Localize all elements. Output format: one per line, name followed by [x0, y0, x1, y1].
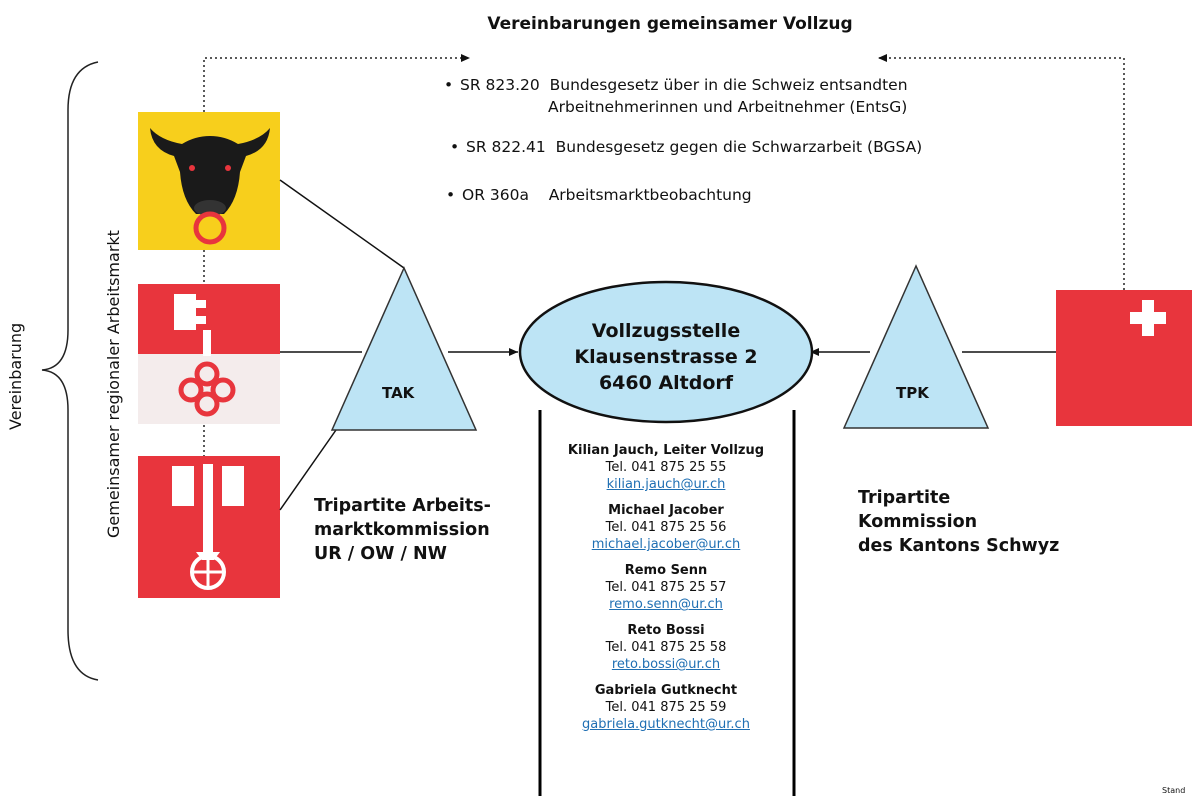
contact-name: Michael Jacober	[608, 503, 724, 518]
label-vereinbarung: Vereinbarung	[6, 322, 25, 430]
uri-flag-icon	[138, 112, 280, 250]
vollzugsstelle-name: Vollzugsstelle	[591, 320, 741, 342]
dotted-connector-right	[878, 54, 1125, 290]
tpk-label: TPK	[896, 384, 929, 402]
contact-entry: Michael Jacober Tel. 041 875 25 56 micha…	[546, 502, 786, 553]
connector-uri-tak	[279, 179, 405, 269]
vollzugsstelle-address: Vollzugsstelle Klausenstrasse 2 6460 Alt…	[560, 318, 772, 396]
contact-email-link[interactable]: kilian.jauch@ur.ch	[606, 477, 726, 492]
law-code: SR 823.20	[460, 76, 540, 94]
schwyz-flag-icon	[1056, 290, 1192, 426]
tak-line-3: UR / OW / NW	[314, 544, 447, 564]
tpk-description: Tripartite Kommission des Kantons Schwyz	[858, 486, 1059, 558]
contact-entry: Remo Senn Tel. 041 875 25 57 remo.senn@u…	[546, 562, 786, 613]
contact-phone: Tel. 041 875 25 55	[605, 460, 727, 475]
label-regionaler-arbeitsmarkt: Gemeinsamer regionaler Arbeitsmarkt	[104, 230, 123, 538]
law-text: Bundesgesetz gegen die Schwarzarbeit (BG…	[555, 138, 923, 156]
law-code: SR 822.41	[466, 138, 546, 156]
vollzugsstelle-city: 6460 Altdorf	[598, 372, 734, 394]
contact-entry: Kilian Jauch, Leiter Vollzug Tel. 041 87…	[546, 442, 786, 493]
connector-nw-tak	[279, 429, 337, 511]
contact-email-link[interactable]: reto.bossi@ur.ch	[611, 657, 721, 672]
bullet-icon: •	[450, 138, 460, 156]
contact-entry: Reto Bossi Tel. 041 875 25 58 reto.bossi…	[546, 622, 786, 673]
nidwalden-flag-icon	[138, 456, 280, 598]
contact-name: Remo Senn	[624, 563, 708, 578]
tpk-line-3: des Kantons Schwyz	[858, 536, 1060, 556]
tak-line-1: Tripartite Arbeits-	[314, 496, 491, 516]
bullet-icon: •	[446, 186, 456, 204]
law-item-bgsa: • SR 822.41 Bundesgesetz gegen die Schwa…	[450, 136, 923, 158]
obwalden-flag-icon	[138, 284, 280, 424]
tpk-triangle	[842, 264, 990, 429]
contact-phone: Tel. 041 875 25 59	[605, 700, 727, 715]
contact-phone: Tel. 041 875 25 57	[605, 580, 727, 595]
left-brace	[41, 61, 99, 681]
contact-list: Kilian Jauch, Leiter Vollzug Tel. 041 87…	[546, 442, 786, 742]
tak-description: Tripartite Arbeits- marktkommission UR /…	[314, 494, 491, 566]
tak-triangle	[330, 266, 478, 431]
tpk-line-1: Tripartite	[858, 488, 951, 508]
contact-name: Kilian Jauch, Leiter Vollzug	[567, 443, 765, 458]
contact-phone: Tel. 041 875 25 58	[605, 640, 727, 655]
stand-stamp: Stand	[1162, 786, 1186, 795]
contact-email-link[interactable]: michael.jacober@ur.ch	[591, 537, 741, 552]
law-item-entsg: • SR 823.20 Bundesgesetz über in die Sch…	[444, 74, 908, 118]
law-text: Bundesgesetz über in die Schweiz entsand…	[549, 76, 908, 94]
law-code: OR 360a	[462, 186, 529, 204]
contact-phone: Tel. 041 875 25 56	[605, 520, 727, 535]
contact-email-link[interactable]: remo.senn@ur.ch	[609, 597, 723, 612]
tak-line-2: marktkommission	[314, 520, 490, 540]
dotted-connector-left	[203, 54, 470, 112]
contact-email-link[interactable]: gabriela.gutknecht@ur.ch	[582, 717, 750, 732]
contact-entry: Gabriela Gutknecht Tel. 041 875 25 59 ga…	[546, 682, 786, 733]
law-text-continued: Arbeitnehmerinnen und Arbeitnehmer (Ents…	[548, 98, 908, 116]
contact-name: Reto Bossi	[627, 623, 705, 638]
law-text: Arbeitsmarktbeobachtung	[548, 186, 752, 204]
vollzugsstelle-ellipse	[518, 280, 814, 424]
bullet-icon: •	[444, 76, 454, 94]
contact-name: Gabriela Gutknecht	[594, 683, 738, 698]
law-item-or: • OR 360a Arbeitsmarktbeobachtung	[446, 184, 752, 206]
tpk-line-2: Kommission	[858, 512, 978, 532]
diagram-title: Vereinbarungen gemeinsamer Vollzug	[487, 14, 853, 34]
tak-label: TAK	[382, 384, 415, 402]
vollzugsstelle-street: Klausenstrasse 2	[574, 346, 758, 368]
